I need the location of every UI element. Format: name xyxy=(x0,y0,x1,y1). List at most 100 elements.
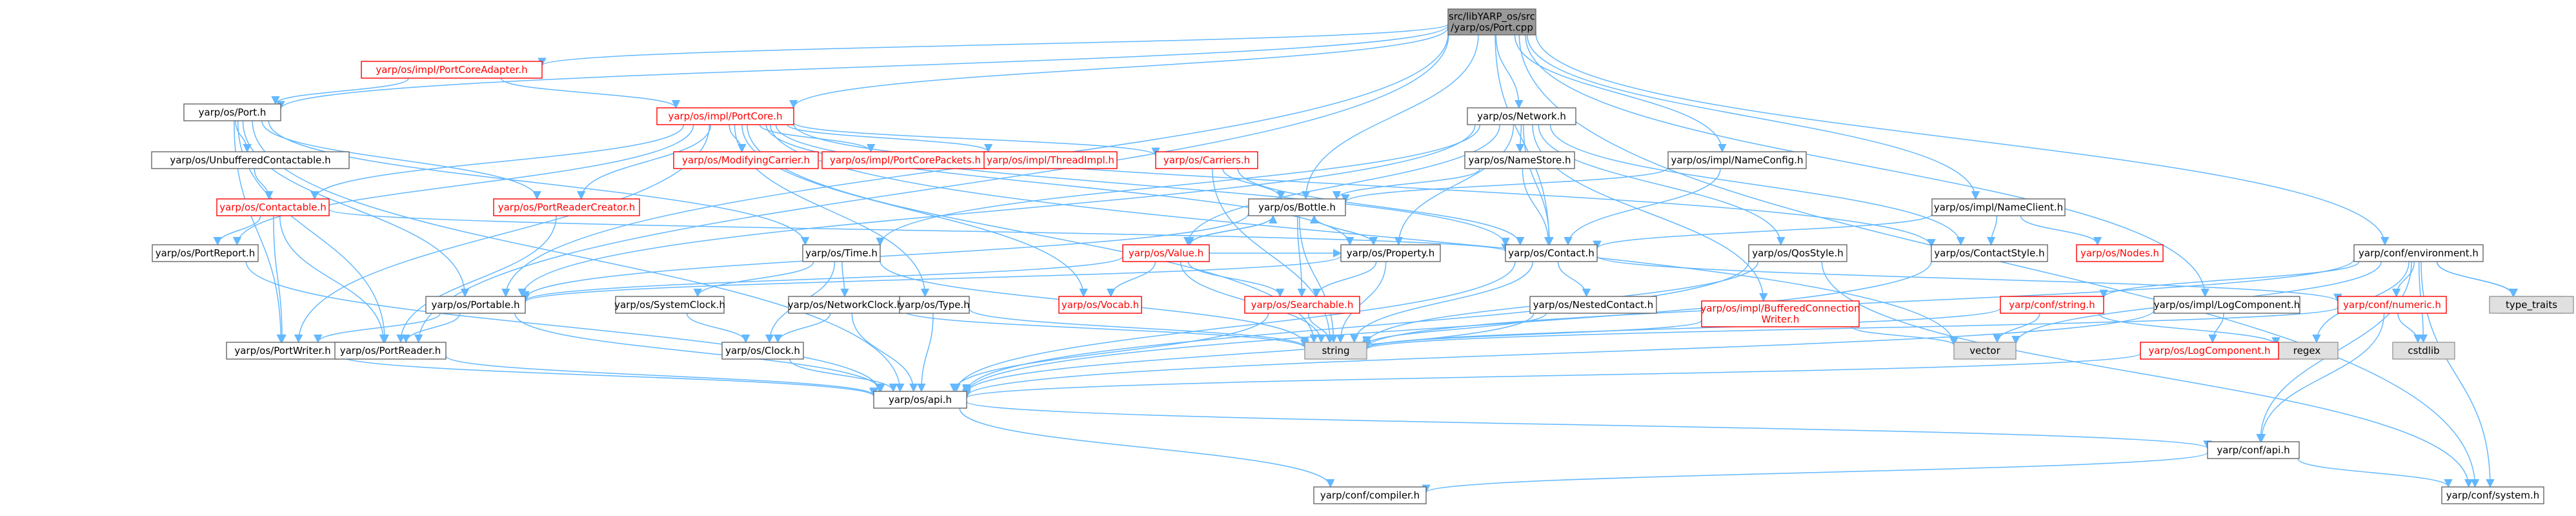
edge-prc-to-portreader xyxy=(396,215,557,344)
node-label-modcarrier: yarp/os/ModifyingCarrier.h xyxy=(682,154,810,166)
node-portcore[interactable]: yarp/os/impl/PortCore.h xyxy=(656,107,794,125)
node-netclock[interactable]: yarp/os/NetworkClock.h xyxy=(788,296,903,314)
node-label-confnumeric: yarp/conf/numeric.h xyxy=(2343,299,2441,311)
edge-unbuf-to-contactable xyxy=(254,168,274,200)
node-prc[interactable]: yarp/os/PortReaderCreator.h xyxy=(493,198,640,216)
edge-environment-to-confstring xyxy=(2099,261,2360,299)
node-compiler[interactable]: yarp/conf/compiler.h xyxy=(1313,486,1427,504)
node-box-environment xyxy=(2353,244,2484,262)
edge-network-to-namestore xyxy=(1515,124,1525,153)
node-contactstyle[interactable]: yarp/os/ContactStyle.h xyxy=(1931,244,2048,262)
node-contact[interactable]: yarp/os/Contact.h xyxy=(1505,244,1598,262)
node-pcpackets[interactable]: yarp/os/impl/PortCorePackets.h xyxy=(821,151,989,169)
node-label-bcw: yarp/os/impl/BufferedConnection xyxy=(1700,303,1860,315)
node-nameconfig[interactable]: yarp/os/impl/NameConfig.h xyxy=(1667,151,1807,169)
node-box-confapi xyxy=(2207,441,2300,459)
node-label-searchable: yarp/os/Searchable.h xyxy=(1251,299,1354,311)
node-box-nameconfig xyxy=(1667,151,1807,169)
node-label-typetraits: type_traits xyxy=(2506,299,2557,311)
node-portreport[interactable]: yarp/os/PortReport.h xyxy=(152,244,259,262)
edge-portcore-to-pcpackets xyxy=(759,124,876,153)
node-portreader[interactable]: yarp/os/PortReader.h xyxy=(334,342,447,360)
node-box-vector xyxy=(1953,342,2017,360)
node-environment[interactable]: yarp/conf/environment.h xyxy=(2353,244,2484,262)
edge-portcore-to-modcarrier xyxy=(729,124,747,153)
edge-root-to-portreader xyxy=(414,34,1449,344)
node-box-regex xyxy=(2275,342,2339,360)
node-confstring[interactable]: yarp/conf/string.h xyxy=(2000,296,2104,314)
node-pca[interactable]: yarp/os/impl/PortCoreAdapter.h xyxy=(361,61,543,79)
edge-netclock-to-api xyxy=(851,313,918,393)
node-type[interactable]: yarp/os/Type.h xyxy=(899,296,970,314)
edge-time-to-netclock xyxy=(840,261,849,298)
node-vocab[interactable]: yarp/os/Vocab.h xyxy=(1058,296,1142,314)
edge-carriers-to-bottle xyxy=(1222,168,1285,200)
node-label-clock: yarp/os/Clock.h xyxy=(725,345,800,356)
edge-confnumeric-to-cstdlib xyxy=(2397,313,2422,344)
node-api[interactable]: yarp/os/api.h xyxy=(873,391,967,409)
edge-port-to-time xyxy=(268,120,810,246)
edge-portcore-to-contactstyle xyxy=(793,123,1936,248)
edge-netclock-to-clock xyxy=(773,313,831,344)
file-nodes: src/libYARP_os/src/yarp/os/Port.cpp yarp/… xyxy=(151,8,2574,504)
node-box-contact xyxy=(1505,244,1598,262)
node-modcarrier[interactable]: yarp/os/ModifyingCarrier.h xyxy=(673,151,819,169)
node-box-portreader xyxy=(334,342,447,360)
node-sysclock[interactable]: yarp/os/SystemClock.h xyxy=(614,296,725,314)
node-value[interactable]: yarp/os/Value.h xyxy=(1122,244,1210,262)
node-nameclient[interactable]: yarp/os/impl/NameClient.h xyxy=(1931,198,2066,216)
node-property[interactable]: yarp/os/Property.h xyxy=(1340,244,1441,262)
node-label-logcomp: yarp/os/impl/LogComponent.h xyxy=(2154,299,2300,311)
node-portwriter[interactable]: yarp/os/PortWriter.h xyxy=(226,342,339,360)
node-namestore[interactable]: yarp/os/NameStore.h xyxy=(1464,151,1575,169)
node-string: string xyxy=(1304,342,1367,360)
node-label-nested: yarp/os/NestedContact.h xyxy=(1533,299,1653,311)
edge-pca-to-portcore xyxy=(500,77,681,109)
node-box-nameclient xyxy=(1931,198,2066,216)
edge-nameclient-to-contactstyle xyxy=(1986,215,1998,246)
node-box-namestore xyxy=(1464,151,1575,169)
node-typetraits: type_traits xyxy=(2489,296,2574,314)
edge-environment-to-typetraits xyxy=(2436,261,2518,298)
node-port[interactable]: yarp/os/Port.h xyxy=(183,103,281,121)
edge-bcw-to-vector xyxy=(1851,326,1958,346)
node-logcomp[interactable]: yarp/os/impl/LogComponent.h xyxy=(2153,296,2300,314)
node-label-portable: yarp/os/Portable.h xyxy=(432,299,520,311)
edge-environment-to-string xyxy=(1362,258,2355,349)
node-carriers[interactable]: yarp/os/Carriers.h xyxy=(1155,151,1258,169)
node-confapi[interactable]: yarp/conf/api.h xyxy=(2207,441,2300,459)
node-confnumeric[interactable]: yarp/conf/numeric.h xyxy=(2337,296,2447,314)
node-label-contactstyle: yarp/os/ContactStyle.h xyxy=(1934,247,2044,259)
node-clock[interactable]: yarp/os/Clock.h xyxy=(721,342,804,360)
node-system[interactable]: yarp/conf/system.h xyxy=(2441,486,2544,504)
node-label-time: yarp/os/Time.h xyxy=(805,247,878,259)
node-box-type xyxy=(899,296,970,314)
node-label-regex: regex xyxy=(2293,345,2321,356)
node-qosstyle[interactable]: yarp/os/QosStyle.h xyxy=(1748,244,1847,262)
node-time[interactable]: yarp/os/Time.h xyxy=(802,244,881,262)
node-oslogcomp[interactable]: yarp/os/LogComponent.h xyxy=(2140,342,2279,360)
edge-network-to-property xyxy=(1394,124,1514,246)
node-network[interactable]: yarp/os/Network.h xyxy=(1467,107,1576,125)
node-box-value xyxy=(1122,244,1210,262)
node-root[interactable]: src/libYARP_os/src/yarp/os/Port.cpp xyxy=(1447,8,1536,36)
node-searchable[interactable]: yarp/os/Searchable.h xyxy=(1244,296,1360,314)
edge-confstring-to-string xyxy=(1362,307,2001,350)
edge-value-to-portable xyxy=(521,256,1123,302)
node-threadimpl[interactable]: yarp/os/impl/ThreadImpl.h xyxy=(983,151,1118,169)
node-contactable[interactable]: yarp/os/Contactable.h xyxy=(216,198,330,216)
node-label-prc: yarp/os/PortReaderCreator.h xyxy=(498,201,636,213)
edge-contactable-to-contact xyxy=(328,209,1510,253)
node-box-nested xyxy=(1529,296,1657,314)
node-portable[interactable]: yarp/os/Portable.h xyxy=(425,296,526,314)
node-bottle[interactable]: yarp/os/Bottle.h xyxy=(1248,198,1346,216)
node-box-pca xyxy=(361,61,543,79)
node-unbuf[interactable]: yarp/os/UnbufferedContactable.h xyxy=(151,151,350,169)
node-label-sysclock: yarp/os/SystemClock.h xyxy=(614,299,725,311)
edge-confapi-to-compiler xyxy=(1422,451,2208,493)
node-nodes[interactable]: yarp/os/Nodes.h xyxy=(2076,244,2164,262)
node-nested[interactable]: yarp/os/NestedContact.h xyxy=(1529,296,1657,314)
node-label-pcpackets: yarp/os/impl/PortCorePackets.h xyxy=(830,154,981,166)
